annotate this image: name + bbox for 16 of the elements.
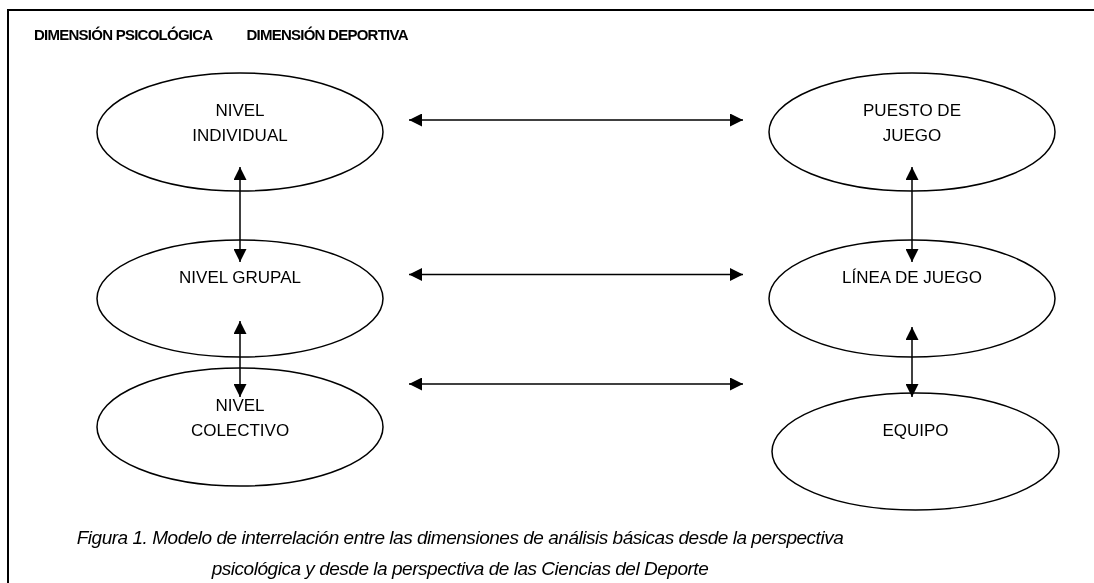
double-arrow xyxy=(408,113,744,127)
node-label: EQUIPO xyxy=(881,420,950,442)
double-arrow xyxy=(233,166,247,263)
double-arrow xyxy=(408,377,744,391)
double-arrow xyxy=(905,326,919,398)
double-arrow xyxy=(233,320,247,398)
node-label: NIVEL GRUPAL xyxy=(178,267,302,289)
node-label: NIVEL COLECTIVO xyxy=(189,395,291,442)
node-label: NIVEL INDIVIDUAL xyxy=(191,100,289,147)
column-heading: DIMENSIÓN DEPORTIVA xyxy=(246,25,408,45)
node-label: PUESTO DE JUEGO xyxy=(862,100,962,147)
figure-caption: Figura 1. Modelo de interrelación entre las dimensiones de análisis básicas desde la perspectiva psicológica y desde la perspectiva de las Ciencias del Deporte xyxy=(75,526,845,581)
double-arrow xyxy=(905,166,919,263)
column-heading: DIMENSIÓN PSICOLÓGICA xyxy=(34,25,213,45)
node-label: LÍNEA DE JUEGO xyxy=(842,267,982,289)
double-arrow xyxy=(408,268,744,281)
